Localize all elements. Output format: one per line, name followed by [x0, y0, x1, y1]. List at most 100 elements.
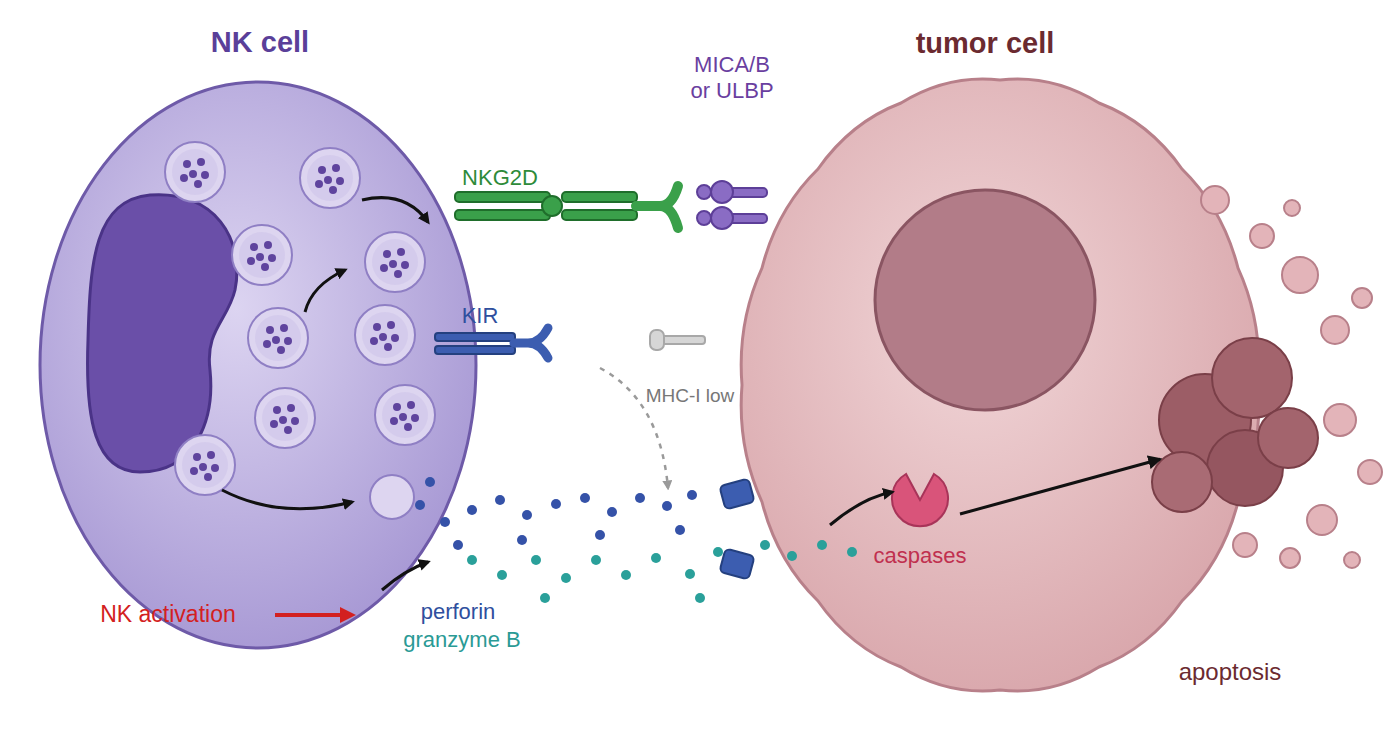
nk-cell: NK cell [40, 80, 480, 650]
movement-arrow [222, 490, 352, 509]
receptor-label: KIR [440, 303, 520, 329]
apoptosis-label: apoptosis [1120, 658, 1340, 686]
receptor-chain [455, 210, 550, 220]
granzyme-dots [467, 540, 857, 603]
perforin-dot [453, 540, 463, 550]
perforin-label: perforin [388, 599, 528, 625]
perforin-dot [662, 501, 672, 511]
granzyme-label: granzyme B [382, 627, 542, 653]
granule [248, 308, 308, 368]
ligand-domain [711, 181, 733, 203]
perforin-dot [635, 493, 645, 503]
granule [255, 388, 315, 448]
granzyme-dot [685, 569, 695, 579]
membrane-bleb [1250, 224, 1274, 248]
perforin-dot [595, 530, 605, 540]
nkg2d-receptor [455, 186, 678, 228]
perforin-dot [607, 507, 617, 517]
apoptotic-fragment [1152, 452, 1212, 512]
caspase-label: caspases [840, 543, 1000, 568]
granule [232, 225, 292, 285]
granule [375, 385, 435, 445]
receptor-head [514, 328, 548, 358]
kir-receptor [435, 328, 548, 358]
receptor-label: NKG2D [430, 165, 570, 191]
cell-title: NK cell [40, 26, 480, 59]
granzyme-dot [760, 540, 770, 550]
granzyme-dot [591, 555, 601, 565]
apoptotic-body [1152, 186, 1382, 568]
fusing-vesicle [370, 475, 414, 519]
apoptotic-fragment [1258, 408, 1318, 468]
movement-arrow [382, 562, 428, 590]
membrane-bleb [1233, 533, 1257, 557]
membrane-bleb [1324, 404, 1356, 436]
ligand-label: MICA/B or ULBP [682, 52, 782, 105]
perforin-dot [415, 500, 425, 510]
granule [175, 435, 235, 495]
perforin-dot [495, 495, 505, 505]
perforin-pores [719, 479, 754, 580]
membrane-bleb [1284, 200, 1300, 216]
membrane-bleb [1280, 548, 1300, 568]
activation-label: NK activation [68, 601, 268, 629]
membrane-bleb [1344, 552, 1360, 568]
granzyme-dot [847, 547, 857, 557]
perforin-dot [425, 477, 435, 487]
granzyme-dot [540, 593, 550, 603]
membrane-bleb [1321, 316, 1349, 344]
granzyme-arrow [830, 492, 892, 525]
membrane-bleb [1282, 257, 1318, 293]
granule [355, 305, 415, 365]
granzyme-dot [695, 593, 705, 603]
cell-title: tumor cell [740, 27, 1230, 60]
movement-arrow [305, 270, 345, 312]
activation-arrow [275, 613, 352, 617]
perforin-dot [675, 525, 685, 535]
perforin-dot [517, 535, 527, 545]
tumor-nucleus [875, 190, 1095, 410]
mhc-molecule [650, 330, 705, 350]
cytotoxic-granules [165, 142, 435, 495]
receptor-head [636, 186, 678, 228]
perforin-dot [580, 493, 590, 503]
flow-arrow [960, 459, 1160, 514]
nk-nucleus [88, 195, 237, 472]
tumor-cell-membrane [741, 79, 1259, 691]
perforin-dot [551, 499, 561, 509]
granzyme-dot [467, 555, 477, 565]
granzyme-dot [787, 551, 797, 561]
receptor-chain [562, 210, 637, 220]
granzyme-dot [817, 540, 827, 550]
ligand-domain [697, 185, 711, 199]
perforin-pore [719, 479, 754, 510]
granzyme-dot [651, 553, 661, 563]
apoptosis-box: apoptosis [1160, 190, 1300, 690]
receptor-chain [435, 333, 515, 341]
nk-cell-membrane [40, 82, 476, 648]
granzyme-dot [561, 573, 571, 583]
perforin-dot [440, 517, 450, 527]
granule-arrows [222, 198, 428, 590]
tumor-cell: tumor cellcaspasesapoptosis [740, 75, 1390, 695]
membrane-bleb [1307, 505, 1337, 535]
receptor-chain [435, 346, 515, 354]
granzyme-dot [531, 555, 541, 565]
mica-ligand [697, 181, 767, 229]
membrane-bleb [1352, 288, 1372, 308]
perforin-pore [719, 549, 754, 580]
mhc-domain [650, 330, 664, 350]
granule [165, 142, 225, 202]
caspase-icon [892, 474, 948, 526]
mhc-label: MHC-I low [625, 385, 755, 408]
granule [300, 148, 360, 208]
perforin-dot [522, 510, 532, 520]
receptor-chain [455, 192, 550, 202]
receptor-hinge [542, 196, 562, 216]
perforin-dots [415, 477, 697, 550]
ligand-domain [697, 211, 711, 225]
apoptotic-fragment [1212, 338, 1292, 418]
